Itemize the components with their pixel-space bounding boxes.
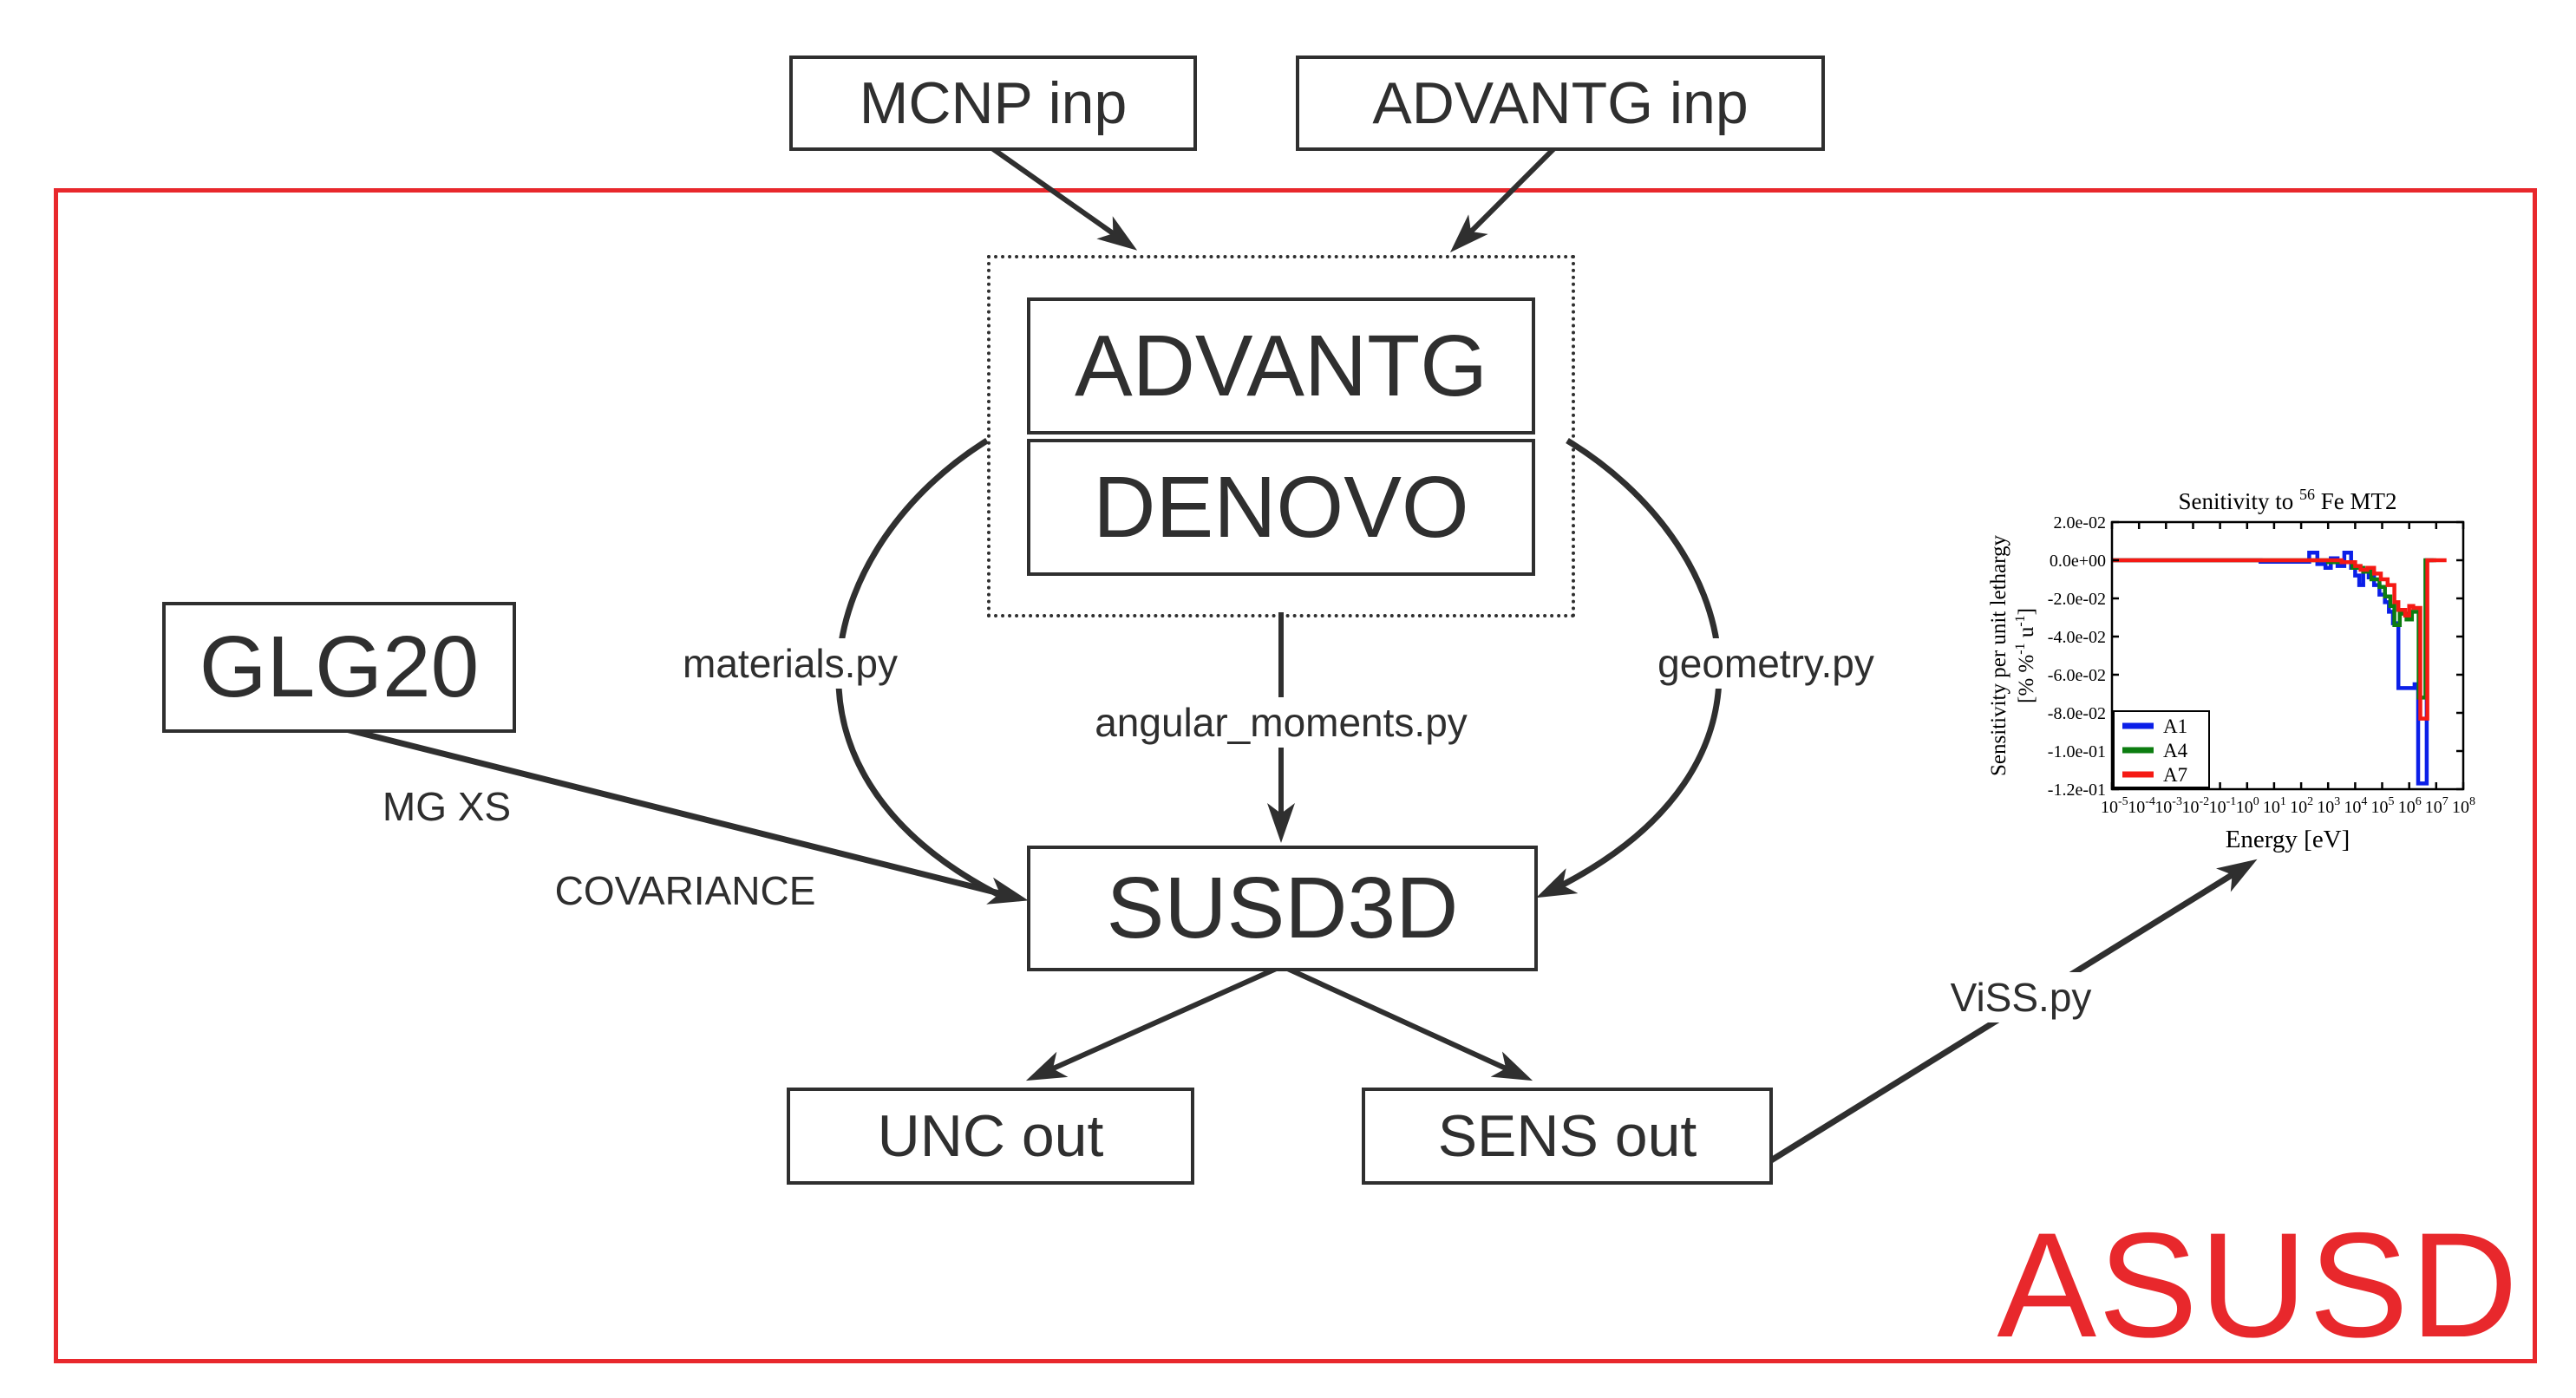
svg-text:108: 108 <box>2452 795 2475 817</box>
svg-text:A1: A1 <box>2163 715 2187 737</box>
svg-text:102: 102 <box>2290 795 2313 817</box>
svg-text:10-4: 10-4 <box>2128 795 2155 817</box>
svg-text:Senitivity to 56 Fe MT2: Senitivity to 56 Fe MT2 <box>2178 486 2396 514</box>
svg-text:10-5: 10-5 <box>2101 795 2128 817</box>
svg-text:10-3: 10-3 <box>2154 795 2182 817</box>
svg-text:106: 106 <box>2398 795 2422 817</box>
svg-text:-6.0e-02: -6.0e-02 <box>2048 666 2106 685</box>
node-advantg-inp-label: ADVANTG inp <box>1372 70 1749 136</box>
node-susd3d-label: SUSD3D <box>1106 859 1459 957</box>
arrow-mcnp-inp-to-advantg-icon <box>988 144 1138 251</box>
node-sens-out-label: SENS out <box>1437 1103 1697 1169</box>
node-sens-out: SENS out <box>1362 1088 1773 1185</box>
svg-text:10-2: 10-2 <box>2182 795 2210 817</box>
arrow-susd3d-to-sens-icon <box>1280 964 1533 1081</box>
svg-text:107: 107 <box>2425 795 2449 817</box>
edge-label-mg-xs: MG XS <box>382 784 512 829</box>
svg-text:Sensitivity per unit lethargy: Sensitivity per unit lethargy <box>1987 535 2010 776</box>
svg-text:-2.0e-02: -2.0e-02 <box>2048 590 2106 609</box>
edge-label-angular-moments-py: angular_moments.py <box>1086 697 1476 748</box>
sensitivity-chart: 2.0e-02 0.0e+00 -2.0e-02 -4.0e-02 -6.0e-02 -8… <box>1986 481 2515 867</box>
asusd-watermark: ASUSD <box>1997 1202 2520 1369</box>
node-advantg-inp: ADVANTG inp <box>1296 56 1825 151</box>
svg-text:-8.0e-02: -8.0e-02 <box>2048 704 2106 723</box>
node-unc-out-label: UNC out <box>877 1103 1104 1169</box>
svg-text:-1.0e-01: -1.0e-01 <box>2048 742 2106 761</box>
arrow-susd3d-to-unc-icon <box>1025 964 1284 1081</box>
edge-label-materials-py: materials.py <box>674 638 906 689</box>
node-denovo-label: DENOVO <box>1093 458 1469 556</box>
svg-text:2.0e-02: 2.0e-02 <box>2053 513 2106 532</box>
edge-label-viss-py: ViSS.py <box>1941 972 2101 1022</box>
advantg-denovo-group <box>987 255 1575 617</box>
svg-text:101: 101 <box>2263 795 2286 817</box>
svg-text:105: 105 <box>2371 795 2395 817</box>
svg-text:A7: A7 <box>2163 764 2187 786</box>
node-unc-out: UNC out <box>787 1088 1194 1185</box>
node-glg20: GLG20 <box>162 602 516 733</box>
svg-text:103: 103 <box>2317 795 2340 817</box>
svg-text:-1.2e-01: -1.2e-01 <box>2048 781 2106 800</box>
svg-text:-4.0e-02: -4.0e-02 <box>2048 628 2106 647</box>
arrow-advantg-inp-to-advantg-icon <box>1449 144 1559 253</box>
edge-label-geometry-py: geometry.py <box>1649 638 1883 689</box>
svg-text:104: 104 <box>2344 795 2367 817</box>
arrow-glg20-to-susd3d-icon <box>335 723 1029 905</box>
node-advantg-label: ADVANTG <box>1075 317 1487 415</box>
svg-text:Energy [eV]: Energy [eV] <box>2226 826 2350 853</box>
node-mcnp-inp-label: MCNP inp <box>859 70 1128 136</box>
edge-label-covariance: COVARIANCE <box>554 868 816 913</box>
node-advantg: ADVANTG <box>1027 297 1535 434</box>
node-mcnp-inp: MCNP inp <box>789 56 1197 151</box>
asusd-package-boundary <box>54 188 2537 1363</box>
svg-text:100: 100 <box>2236 795 2259 817</box>
svg-text:0.0e+00: 0.0e+00 <box>2050 552 2106 571</box>
svg-text:A4: A4 <box>2163 740 2188 761</box>
node-glg20-label: GLG20 <box>199 618 480 715</box>
svg-text:10-1: 10-1 <box>2209 795 2237 817</box>
node-susd3d: SUSD3D <box>1027 846 1538 971</box>
svg-text:[% %-1 u-1]: [% %-1 u-1] <box>2013 608 2038 703</box>
node-denovo: DENOVO <box>1027 439 1535 576</box>
